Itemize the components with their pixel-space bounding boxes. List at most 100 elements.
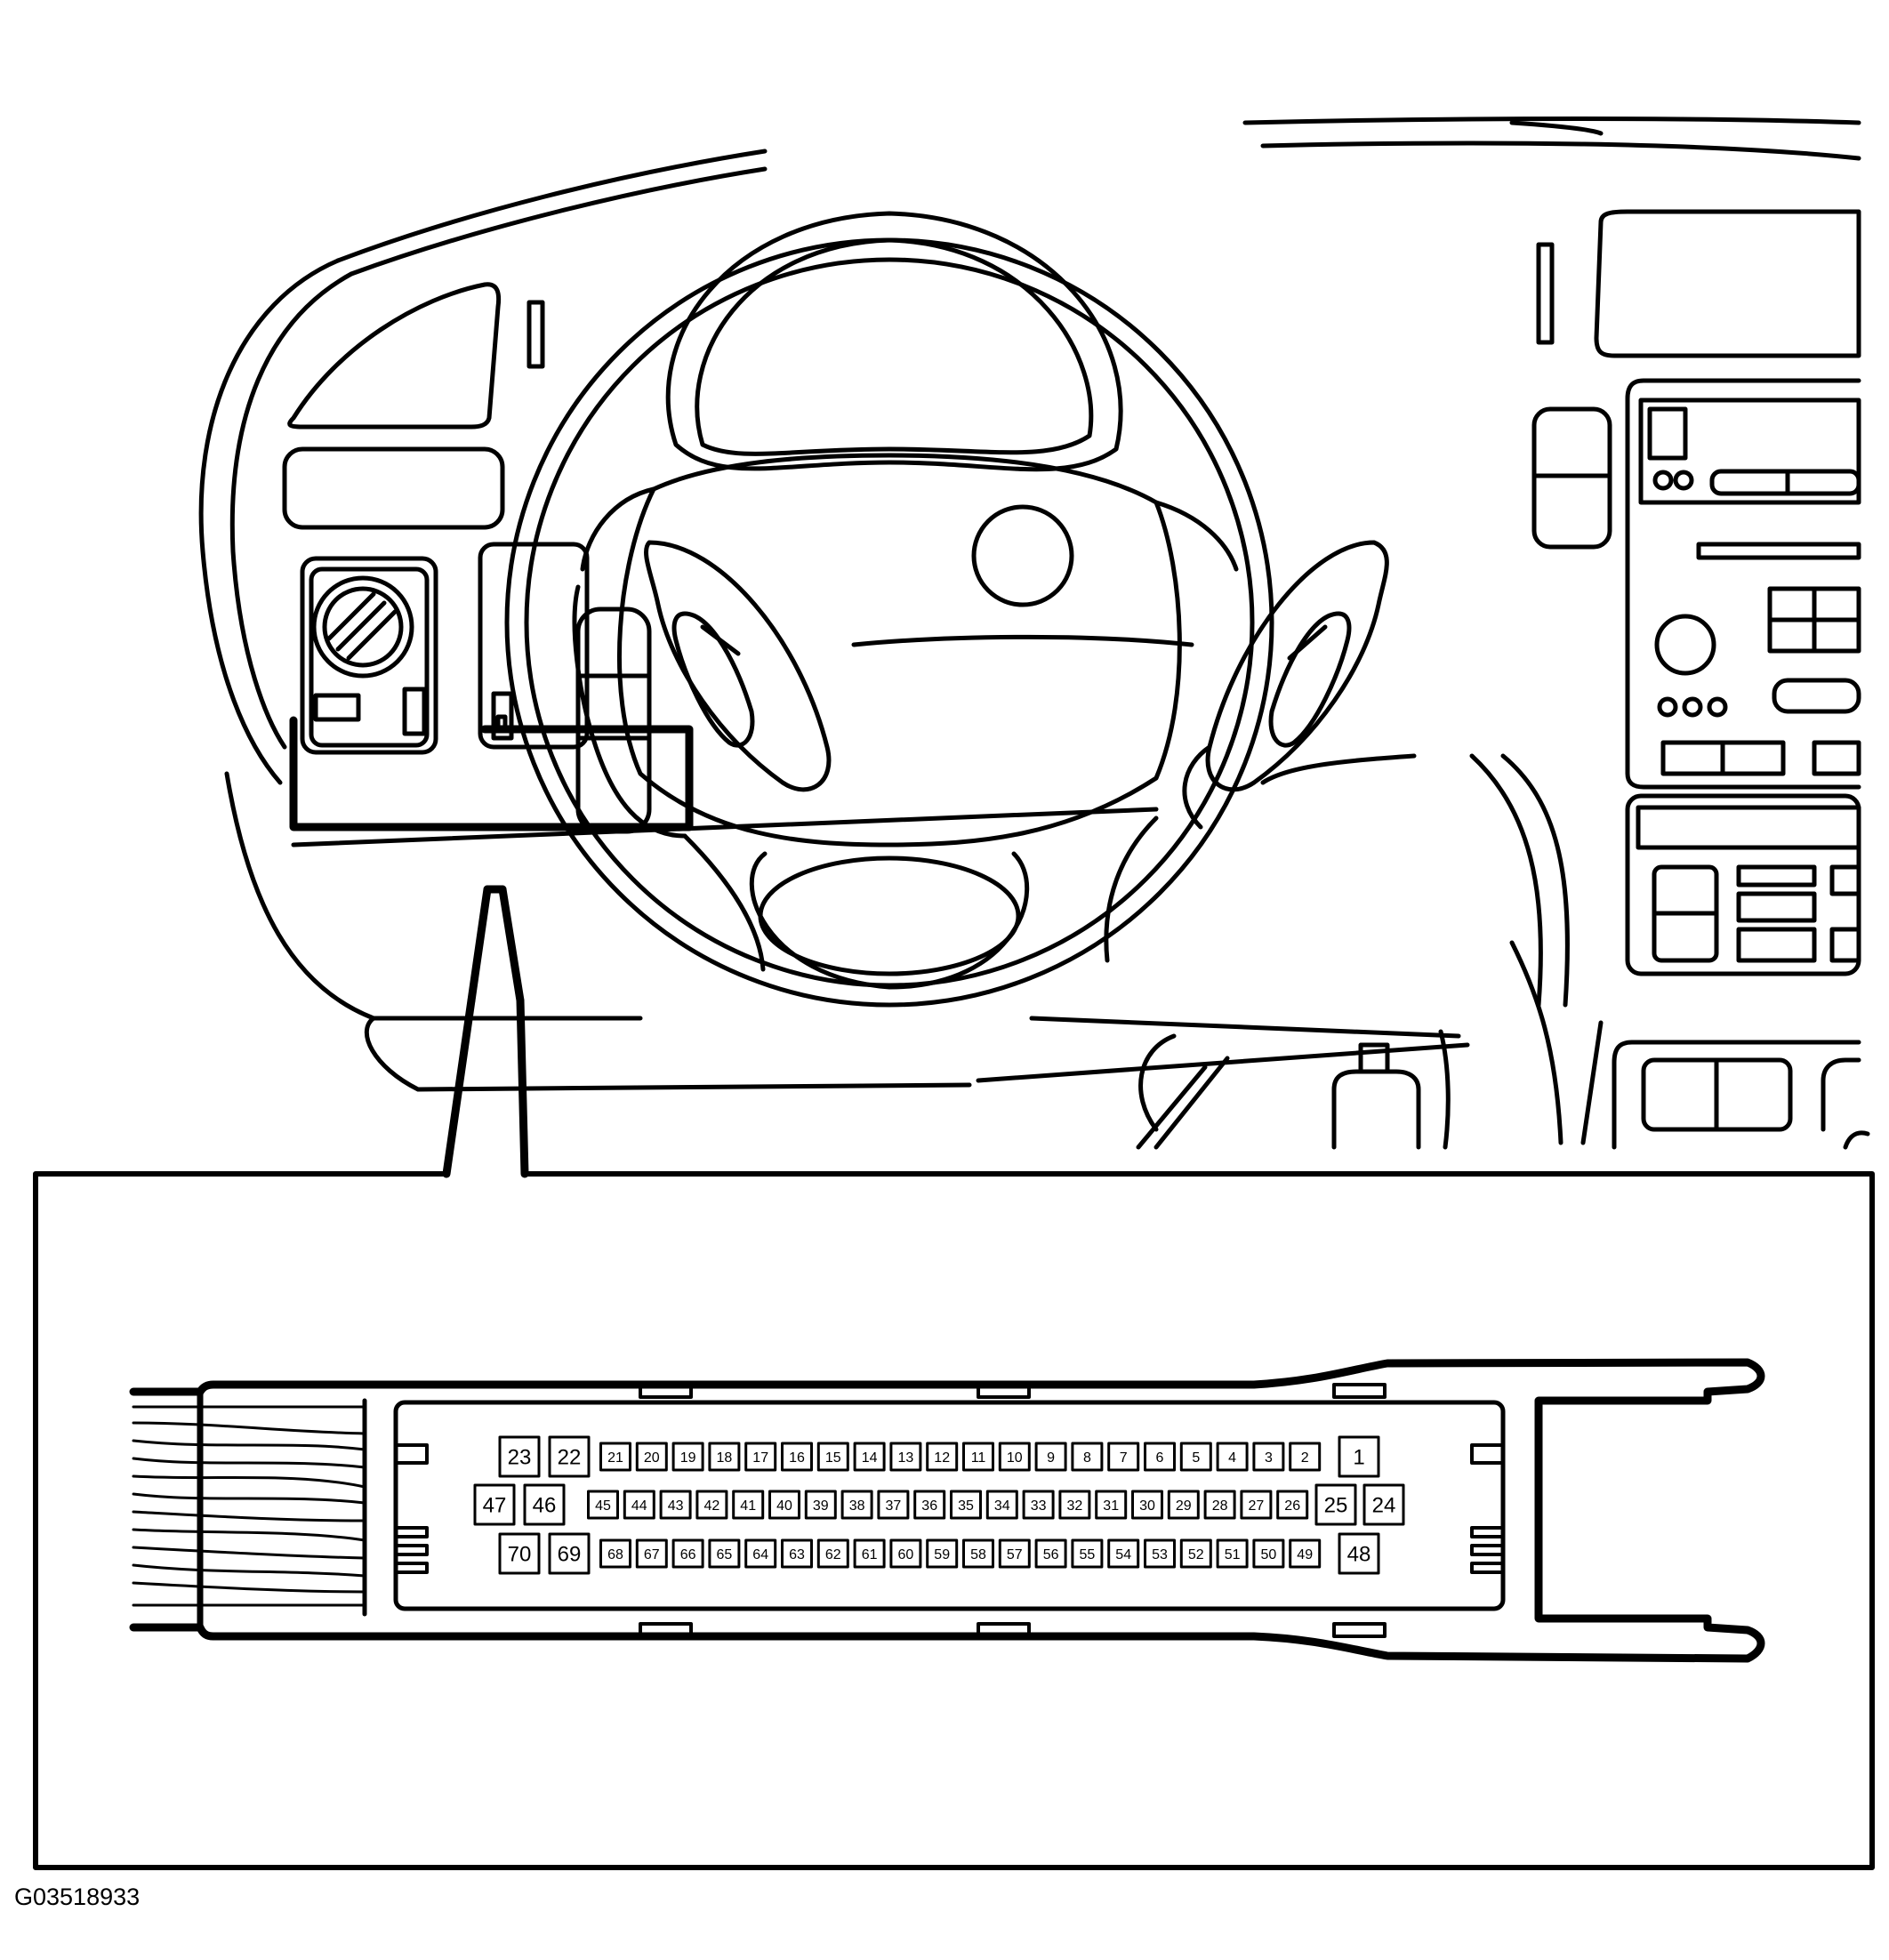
pin-38-label: 38 bbox=[849, 1498, 865, 1514]
dashboard-drawing bbox=[198, 116, 1870, 1178]
pin-34-label: 34 bbox=[994, 1498, 1010, 1514]
pin-61-cavity bbox=[853, 1538, 886, 1569]
pin-12-cavity bbox=[926, 1442, 959, 1472]
pin-48-cavity bbox=[1338, 1532, 1380, 1575]
pin-25-cavity bbox=[1314, 1483, 1357, 1526]
pin-4-label: 4 bbox=[1228, 1450, 1236, 1466]
pin-40-cavity bbox=[768, 1490, 800, 1520]
pin-52-label: 52 bbox=[1188, 1547, 1204, 1562]
pin-64-label: 64 bbox=[752, 1547, 768, 1562]
pin-29-cavity bbox=[1167, 1490, 1200, 1520]
pin-4-cavity bbox=[1216, 1442, 1249, 1472]
pin-39-label: 39 bbox=[813, 1498, 829, 1514]
pin-47-cavity bbox=[473, 1483, 516, 1526]
pin-5-label: 5 bbox=[1192, 1450, 1200, 1466]
pin-60-label: 60 bbox=[898, 1547, 914, 1562]
pin-40-label: 40 bbox=[776, 1498, 792, 1514]
pin-25-label: 25 bbox=[1324, 1494, 1348, 1518]
pin-65-label: 65 bbox=[717, 1547, 733, 1562]
pin-57-label: 57 bbox=[1007, 1547, 1023, 1562]
connector-inset bbox=[33, 1171, 1875, 1870]
pin-11-label: 11 bbox=[971, 1450, 986, 1466]
pin-30-label: 30 bbox=[1139, 1498, 1155, 1514]
pin-27-label: 27 bbox=[1249, 1498, 1265, 1514]
pin-9-cavity bbox=[1034, 1442, 1067, 1472]
pin-15-label: 15 bbox=[825, 1450, 841, 1466]
pin-35-cavity bbox=[950, 1490, 982, 1520]
pin-10-label: 10 bbox=[1007, 1450, 1023, 1466]
pin-23-cavity bbox=[498, 1435, 541, 1478]
pin-8-label: 8 bbox=[1083, 1450, 1091, 1466]
pin-64-cavity bbox=[744, 1538, 777, 1569]
pin-20-label: 20 bbox=[644, 1450, 660, 1466]
pin-22-cavity bbox=[548, 1435, 591, 1478]
pin-2-cavity bbox=[1289, 1442, 1322, 1472]
pin-43-label: 43 bbox=[668, 1498, 684, 1514]
pin-17-label: 17 bbox=[752, 1450, 768, 1466]
pin-68-cavity bbox=[599, 1538, 631, 1569]
pin-57-cavity bbox=[998, 1538, 1031, 1569]
pin-55-label: 55 bbox=[1080, 1547, 1096, 1562]
pin-1-cavity bbox=[1338, 1435, 1380, 1478]
pin-11-cavity bbox=[962, 1442, 994, 1472]
pin-14-cavity bbox=[853, 1442, 886, 1472]
pin-54-cavity bbox=[1107, 1538, 1140, 1569]
pin-58-cavity bbox=[962, 1538, 994, 1569]
pin-51-label: 51 bbox=[1225, 1547, 1241, 1562]
pin-6-cavity bbox=[1144, 1442, 1176, 1472]
pin-59-cavity bbox=[926, 1538, 959, 1569]
pin-29-label: 29 bbox=[1176, 1498, 1192, 1514]
pin-53-label: 53 bbox=[1152, 1547, 1168, 1562]
pin-21-label: 21 bbox=[607, 1450, 623, 1466]
pin-46-cavity bbox=[523, 1483, 566, 1526]
pin-9-label: 9 bbox=[1047, 1450, 1055, 1466]
pin-70-label: 70 bbox=[508, 1543, 532, 1567]
pin-43-cavity bbox=[659, 1490, 692, 1520]
pin-53-cavity bbox=[1144, 1538, 1176, 1569]
pin-67-cavity bbox=[635, 1538, 668, 1569]
pin-66-label: 66 bbox=[680, 1547, 696, 1562]
pin-1-label: 1 bbox=[1353, 1446, 1364, 1470]
pin-28-label: 28 bbox=[1212, 1498, 1228, 1514]
pin-69-cavity bbox=[548, 1532, 591, 1575]
pin-46-label: 46 bbox=[533, 1494, 557, 1518]
pin-31-label: 31 bbox=[1103, 1498, 1119, 1514]
pin-56-label: 56 bbox=[1043, 1547, 1059, 1562]
pin-52-cavity bbox=[1179, 1538, 1212, 1569]
pin-33-cavity bbox=[1022, 1490, 1055, 1520]
pin-24-label: 24 bbox=[1372, 1494, 1396, 1518]
pin-36-cavity bbox=[913, 1490, 946, 1520]
figure-id: G03518933 bbox=[14, 1884, 141, 1910]
pin-28-cavity bbox=[1203, 1490, 1236, 1520]
pin-42-cavity bbox=[695, 1490, 728, 1520]
pin-56-cavity bbox=[1034, 1538, 1067, 1569]
pin-24-cavity bbox=[1362, 1483, 1405, 1526]
pin-42-label: 42 bbox=[704, 1498, 720, 1514]
pin-45-cavity bbox=[587, 1490, 619, 1520]
pin-13-cavity bbox=[889, 1442, 922, 1472]
pin-12-label: 12 bbox=[934, 1450, 950, 1466]
pin-59-label: 59 bbox=[934, 1547, 950, 1562]
pin-44-cavity bbox=[623, 1490, 655, 1520]
pin-33-label: 33 bbox=[1031, 1498, 1047, 1514]
pin-63-label: 63 bbox=[789, 1547, 805, 1562]
pin-8-cavity bbox=[1071, 1442, 1104, 1472]
pin-45-label: 45 bbox=[595, 1498, 611, 1514]
pin-35-label: 35 bbox=[958, 1498, 974, 1514]
pin-32-label: 32 bbox=[1067, 1498, 1083, 1514]
pin-22-label: 22 bbox=[558, 1446, 582, 1470]
pin-31-cavity bbox=[1095, 1490, 1128, 1520]
pin-17-cavity bbox=[744, 1442, 777, 1472]
pin-49-cavity bbox=[1289, 1538, 1322, 1569]
pin-14-label: 14 bbox=[862, 1450, 878, 1466]
pin-23-label: 23 bbox=[508, 1446, 532, 1470]
pin-20-cavity bbox=[635, 1442, 668, 1472]
pin-68-label: 68 bbox=[607, 1547, 623, 1562]
pin-18-cavity bbox=[708, 1442, 741, 1472]
pin-26-cavity bbox=[1276, 1490, 1309, 1520]
pin-41-label: 41 bbox=[740, 1498, 756, 1514]
pin-50-cavity bbox=[1252, 1538, 1285, 1569]
pin-6-label: 6 bbox=[1156, 1450, 1164, 1466]
pin-16-label: 16 bbox=[789, 1450, 805, 1466]
